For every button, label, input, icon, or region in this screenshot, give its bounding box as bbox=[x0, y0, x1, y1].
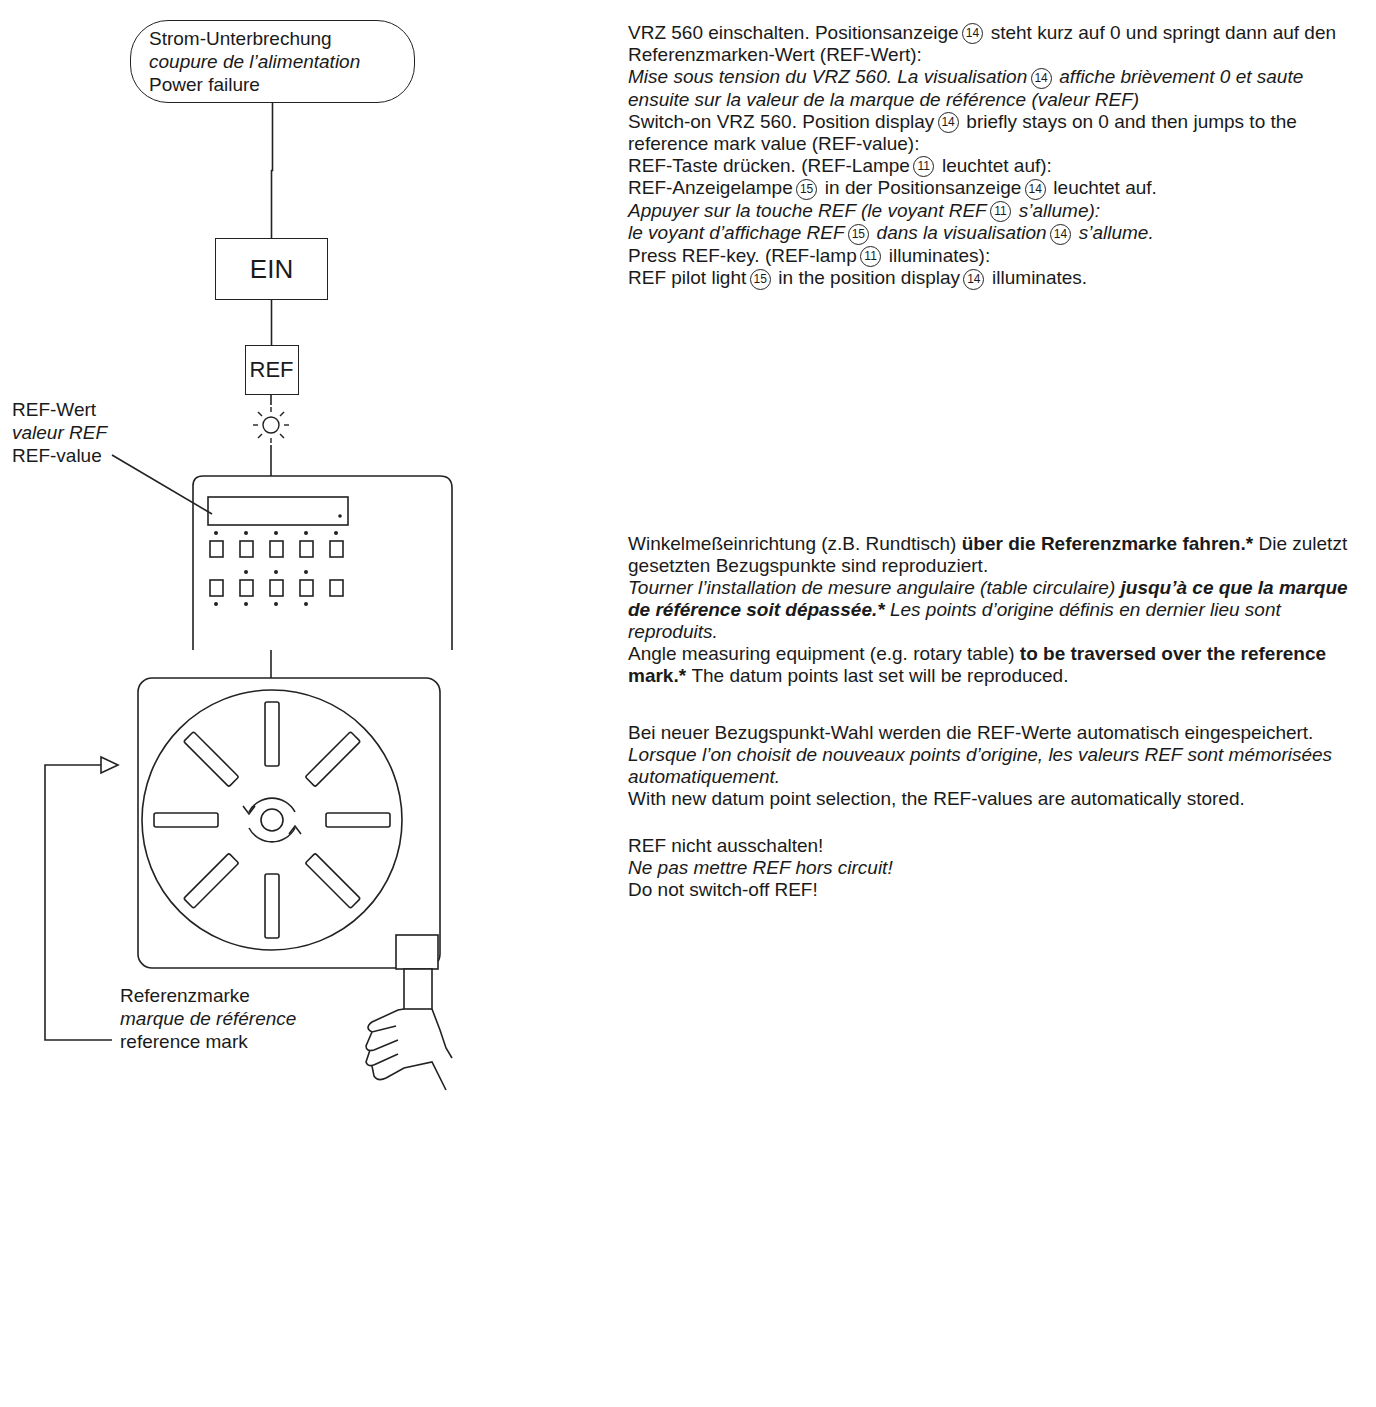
callout-number: 15 bbox=[848, 224, 869, 245]
node-text: Power failure bbox=[149, 73, 392, 96]
instruction-segment: Tourner l’installation de mesure angulai… bbox=[628, 577, 1115, 598]
instruction-line: le voyant d’affichage REF15 dans la visua… bbox=[628, 222, 1363, 244]
callout-number: 14 bbox=[962, 23, 983, 44]
instruction-text: VRZ 560 einschalten. Positionsanzeige14s… bbox=[628, 22, 1363, 155]
instruction-line: Lorsque l’on choisit de nouveaux points … bbox=[628, 744, 1363, 788]
instruction-line: Bei neuer Bezugspunkt-Wahl werden die RE… bbox=[628, 722, 1363, 744]
instruction-segment: illuminates. bbox=[992, 267, 1087, 288]
instruction-segment: Ne pas mettre REF hors circuit! bbox=[628, 857, 893, 878]
instruction-segment: s’allume): bbox=[1019, 200, 1100, 221]
part-label: marque de référence bbox=[120, 1007, 296, 1030]
key-box: REF bbox=[245, 345, 299, 395]
part-label: REF-value bbox=[12, 444, 102, 467]
instruction-segment: REF pilot light bbox=[628, 267, 746, 288]
instruction-segment: Press REF-key. (REF-lamp bbox=[628, 245, 857, 266]
instruction-segment: in the position display bbox=[778, 267, 960, 288]
callout-number: 14 bbox=[938, 112, 959, 133]
instruction-line: With new datum point selection, the REF-… bbox=[628, 788, 1363, 810]
instruction-segment: REF nicht ausschalten! bbox=[628, 835, 823, 856]
instruction-text: REF nicht ausschalten!Ne pas mettre REF … bbox=[628, 835, 1363, 901]
instruction-segment: Winkelmeßeinrichtung (z.B. Rundtisch) bbox=[628, 533, 956, 554]
instruction-segment: Lorsque l’on choisit de nouveaux points … bbox=[628, 744, 1332, 787]
start-terminal: Strom-Unterbrechungcoupure de l’alimenta… bbox=[130, 20, 415, 103]
reference-mark-leader bbox=[45, 455, 212, 1040]
instruction-segment: Angle measuring equipment (e.g. rotary t… bbox=[628, 643, 1015, 664]
instruction-line: REF pilot light15 in the position display… bbox=[628, 267, 1363, 289]
callout-number: 11 bbox=[860, 246, 881, 267]
node-text: REF bbox=[250, 357, 294, 383]
instruction-segment: le voyant d’affichage REF bbox=[628, 222, 845, 243]
instruction-segment: über die Referenzmarke fahren.* bbox=[962, 533, 1253, 554]
lamp-symbol bbox=[253, 407, 289, 443]
instruction-line: REF-Anzeigelampe15 in der Positionsanzeig… bbox=[628, 177, 1363, 199]
part-label: reference mark bbox=[120, 1030, 248, 1053]
instruction-segment: Switch-on VRZ 560. Position display bbox=[628, 111, 934, 132]
connector bbox=[272, 103, 273, 238]
callout-number: 15 bbox=[750, 269, 771, 290]
leader-line bbox=[112, 455, 212, 514]
instruction-segment: illuminates): bbox=[889, 245, 990, 266]
node-text: EIN bbox=[250, 254, 293, 285]
instruction-line: Angle measuring equipment (e.g. rotary t… bbox=[628, 643, 1363, 687]
instruction-segment: The datum points last set will be reprod… bbox=[691, 665, 1068, 686]
rotary-table bbox=[138, 678, 440, 1009]
instruction-line: Switch-on VRZ 560. Position display14bri… bbox=[628, 111, 1363, 155]
instruction-segment: s’allume. bbox=[1079, 222, 1154, 243]
instruction-line: REF-Taste drücken. (REF-Lampe11 leuchtet … bbox=[628, 155, 1363, 177]
instruction-text: Bei neuer Bezugspunkt-Wahl werden die RE… bbox=[628, 722, 1363, 810]
instruction-line: Mise sous tension du VRZ 560. La visuali… bbox=[628, 66, 1363, 110]
instruction-segment: REF-Taste drücken. (REF-Lampe bbox=[628, 155, 910, 176]
flow-wire bbox=[270, 445, 272, 476]
callout-number: 14 bbox=[963, 269, 984, 290]
part-label: valeur REF bbox=[12, 421, 107, 444]
instruction-line: Tourner l’installation de mesure angulai… bbox=[628, 577, 1363, 643]
part-label: REF-Wert bbox=[12, 398, 96, 421]
node-text: coupure de l’alimentation bbox=[149, 50, 392, 73]
instruction-line: VRZ 560 einschalten. Positionsanzeige14s… bbox=[628, 22, 1363, 66]
instruction-text: REF-Taste drücken. (REF-Lampe11leuchtet … bbox=[628, 155, 1363, 290]
table-slots bbox=[154, 702, 390, 938]
callout-number: 11 bbox=[913, 156, 934, 177]
callout-number: 15 bbox=[796, 179, 817, 200]
instruction-segment: With new datum point selection, the REF-… bbox=[628, 788, 1245, 809]
callout-number: 14 bbox=[1025, 179, 1046, 200]
callout-number: 14 bbox=[1050, 224, 1071, 245]
hand-symbol bbox=[366, 1009, 452, 1090]
callout-number: 14 bbox=[1031, 68, 1052, 89]
callout-number: 11 bbox=[990, 201, 1011, 222]
instruction-segment: leuchtet auf. bbox=[1053, 177, 1157, 198]
connector bbox=[271, 300, 272, 345]
instruction-segment: Do not switch-off REF! bbox=[628, 879, 818, 900]
instruction-segment: dans la visualisation bbox=[877, 222, 1047, 243]
instruction-segment: in der Positionsanzeige bbox=[825, 177, 1021, 198]
instruction-segment: Bei neuer Bezugspunkt-Wahl werden die RE… bbox=[628, 722, 1313, 743]
instruction-line: Winkelmeßeinrichtung (z.B. Rundtisch) übe… bbox=[628, 533, 1363, 577]
instruction-segment: VRZ 560 einschalten. Positionsanzeige bbox=[628, 22, 959, 43]
instruction-segment: Appuyer sur la touche REF (le voyant REF bbox=[628, 200, 987, 221]
instruction-segment: Mise sous tension du VRZ 560. La visuali… bbox=[628, 66, 1027, 87]
process-box: EIN bbox=[215, 238, 328, 300]
flow-wire bbox=[270, 395, 272, 405]
instruction-line: Do not switch-off REF! bbox=[628, 879, 1363, 901]
key-dots bbox=[214, 531, 338, 606]
part-label: Referenzmarke bbox=[120, 984, 250, 1007]
flow-wire bbox=[270, 650, 272, 678]
instruction-line: Ne pas mettre REF hors circuit! bbox=[628, 857, 1363, 879]
display-unit bbox=[193, 476, 452, 650]
instruction-segment: REF-Anzeigelampe bbox=[628, 177, 793, 198]
instruction-line: Press REF-key. (REF-lamp11 illuminates): bbox=[628, 245, 1363, 267]
instruction-segment: leuchtet auf): bbox=[942, 155, 1052, 176]
node-text: Strom-Unterbrechung bbox=[149, 27, 392, 50]
instruction-line: Appuyer sur la touche REF (le voyant REF… bbox=[628, 200, 1363, 222]
instruction-line: REF nicht ausschalten! bbox=[628, 835, 1363, 857]
instruction-text: Winkelmeßeinrichtung (z.B. Rundtisch) übe… bbox=[628, 533, 1363, 687]
